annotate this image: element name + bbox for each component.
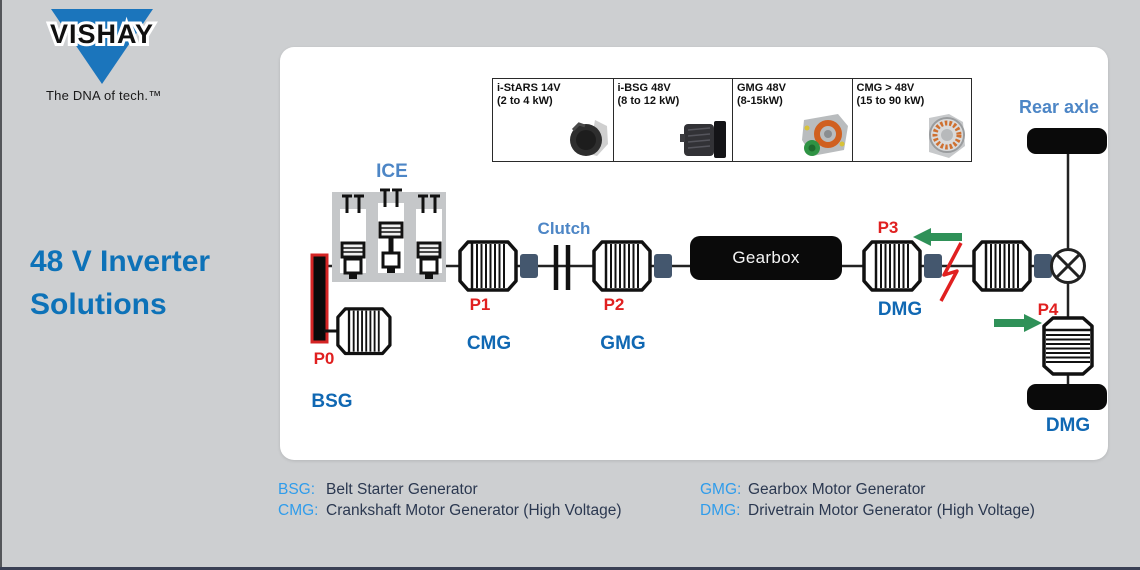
p4-motor-icon xyxy=(1042,316,1094,376)
diagram-panel: i-StARS 14V (2 to 4 kW) i-BSG 48V (8 to … xyxy=(280,47,1108,460)
product-cell-gmg: GMG 48V (8-15kW) xyxy=(732,79,852,161)
legend-right: GMG: Gearbox Motor Generator DMG: Drivet… xyxy=(700,479,1035,521)
dmg-mid-label: DMG xyxy=(877,299,923,320)
differential-icon xyxy=(1050,248,1086,284)
product-power: (2 to 4 kW) xyxy=(497,95,553,108)
product-power: (8 to 12 kW) xyxy=(617,95,680,108)
brand-tagline: The DNA of tech.™ xyxy=(46,88,162,103)
dmg-motor-icon xyxy=(972,240,1032,292)
p1-motor-icon xyxy=(458,240,518,292)
arrow-left-icon xyxy=(913,228,962,246)
legend-row-dmg: DMG: Drivetrain Motor Generator (High Vo… xyxy=(700,500,1035,521)
page-left-border xyxy=(0,0,2,570)
vishay-triangle-icon xyxy=(51,9,153,84)
rear-axle-label: Rear axle xyxy=(1018,97,1100,117)
p0-label: P0 xyxy=(313,349,335,368)
vishay-wordmark: VISHAY xyxy=(50,19,154,49)
legend-left: BSG: Belt Starter Generator CMG: Cranksh… xyxy=(278,479,622,521)
product-strip: i-StARS 14V (2 to 4 kW) i-BSG 48V (8 to … xyxy=(492,78,972,162)
page-title: 48 V Inverter Solutions xyxy=(30,240,280,326)
clutch-label: Clutch xyxy=(537,219,591,238)
ibsg-photo xyxy=(680,121,726,158)
p2-motor-icon xyxy=(592,240,652,292)
dmg-coupler-icon xyxy=(1034,254,1052,278)
page-title-line2: Solutions xyxy=(30,288,167,321)
product-power: (15 to 90 kW) xyxy=(856,95,925,108)
disconnect-lightning-icon xyxy=(939,242,963,302)
product-name: GMG 48V xyxy=(737,82,786,94)
product-name: i-BSG 48V xyxy=(617,82,671,94)
p2-label: P2 xyxy=(603,295,625,314)
p4-label: P4 xyxy=(1037,300,1059,319)
dmg-bottom-label: DMG xyxy=(1045,415,1091,436)
p1-coupler-icon xyxy=(520,254,538,278)
legend-text: Belt Starter Generator xyxy=(326,481,478,498)
arrow-right-icon xyxy=(994,314,1042,332)
legend-row-bsg: BSG: Belt Starter Generator xyxy=(278,479,622,500)
belt-icon xyxy=(310,253,329,344)
product-cell-istars: i-StARS 14V (2 to 4 kW) xyxy=(493,79,613,161)
p3-coupler-icon xyxy=(924,254,942,278)
cmg-label: CMG xyxy=(466,333,512,354)
legend-text: Gearbox Motor Generator xyxy=(748,481,926,498)
legend-row-gmg: GMG: Gearbox Motor Generator xyxy=(700,479,1035,500)
wheel-top-icon xyxy=(1027,128,1107,154)
bsg-label: BSG xyxy=(311,391,353,412)
product-cell-ibsg: i-BSG 48V (8 to 12 kW) xyxy=(612,79,733,161)
legend-abbr: DMG: xyxy=(700,502,741,519)
p1-label: P1 xyxy=(469,295,491,314)
page-bottom-bar xyxy=(0,567,1140,570)
product-cell-cmg: CMG > 48V (15 to 90 kW) xyxy=(851,79,972,161)
page-title-line1: 48 V Inverter xyxy=(30,245,211,278)
gmg-photo xyxy=(801,114,848,156)
legend-row-cmg: CMG: Crankshaft Motor Generator (High Vo… xyxy=(278,500,622,521)
gmg-label: GMG xyxy=(600,333,646,354)
p0-motor-icon xyxy=(336,307,392,356)
product-name: CMG > 48V xyxy=(856,82,915,94)
legend-text: Drivetrain Motor Generator (High Voltage… xyxy=(748,502,1035,519)
p3-motor-icon xyxy=(862,240,922,292)
ice-engine-icon xyxy=(332,188,446,282)
wheel-bottom-icon xyxy=(1027,384,1107,410)
product-power: (8-15kW) xyxy=(737,95,783,108)
vishay-logo: VISHAY xyxy=(47,9,156,84)
legend-text: Crankshaft Motor Generator (High Voltage… xyxy=(326,502,622,519)
gearbox-icon xyxy=(690,236,842,280)
gearbox-label: Gearbox xyxy=(732,248,800,267)
istars-photo xyxy=(569,120,608,156)
legend-abbr: GMG: xyxy=(700,481,742,498)
legend-abbr: CMG: xyxy=(278,502,319,519)
legend-abbr: BSG: xyxy=(278,481,316,498)
ice-label: ICE xyxy=(376,161,408,182)
product-name: i-StARS 14V xyxy=(497,82,561,94)
clutch-icon xyxy=(553,245,571,290)
p3-label: P3 xyxy=(877,218,899,237)
p2-coupler-icon xyxy=(654,254,672,278)
powertrain-diagram xyxy=(310,128,1107,410)
cmg-photo xyxy=(929,114,965,158)
